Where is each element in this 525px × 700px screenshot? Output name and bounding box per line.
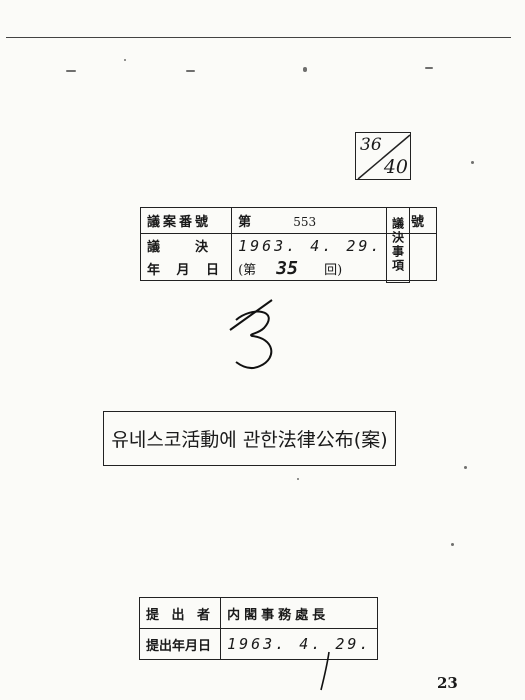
session-suffix: 回) (324, 263, 343, 278)
session-value: 35 (276, 258, 298, 279)
scan-smudge (425, 67, 433, 69)
handwritten-mark (229, 299, 273, 370)
scan-dot (471, 161, 474, 164)
submit-date-label: 提出年月日 (139, 628, 222, 660)
session-prefix: (第 (238, 263, 257, 278)
bill-info-table: 議案番號 第 553 號 議 決 1963. 4. 29. 年 月 日 (第 3… (140, 207, 438, 281)
scan-smudge (124, 59, 126, 61)
fraction-slash (357, 134, 411, 180)
page-number: 23 (437, 674, 458, 692)
bill-number-value: 553 (293, 215, 317, 229)
scan-dot (297, 478, 299, 480)
page-fraction-denominator: 40 (383, 156, 408, 178)
scan-smudge (66, 70, 76, 72)
resolution-date: 1963. 4. 29. (238, 236, 383, 255)
top-rule (6, 37, 511, 38)
bill-number-cell: 第 553 號 (231, 207, 437, 234)
submitter-label: 提 出 者 (139, 597, 222, 629)
document-title: 유네스코活動에 관한法律公布(案) (111, 429, 388, 451)
submitter-table: 提 出 者 内閣事務處長 提出年月日 1963. 4. 29. (139, 597, 379, 660)
bill-number-suffix: 號 (411, 215, 425, 230)
page-fraction-numerator: 36 (360, 135, 382, 155)
scan-dot (464, 466, 467, 469)
submitter-value: 内閣事務處長 (220, 597, 378, 629)
resolution-matter-stamp: 議決事項 (386, 207, 410, 283)
page-fraction-box: 36 40 (355, 132, 411, 180)
submit-date-value: 1963. 4. 29. (227, 635, 372, 653)
resolution-label: 議 決 (140, 233, 233, 257)
session-cell: (第 35 回) (232, 257, 437, 281)
bill-number-label: 議案番號 (140, 207, 233, 234)
document-title-box: 유네스코活動에 관한法律公布(案) (103, 411, 396, 466)
resolution-matter-text: 議決事項 (390, 217, 405, 273)
scan-smudge (186, 70, 195, 72)
bill-number-prefix: 第 (238, 215, 252, 230)
resolution-date-label: 年 月 日 (140, 257, 233, 281)
scan-dot (451, 543, 454, 546)
handwritten-tail (320, 651, 330, 691)
scan-smudge (303, 67, 307, 72)
